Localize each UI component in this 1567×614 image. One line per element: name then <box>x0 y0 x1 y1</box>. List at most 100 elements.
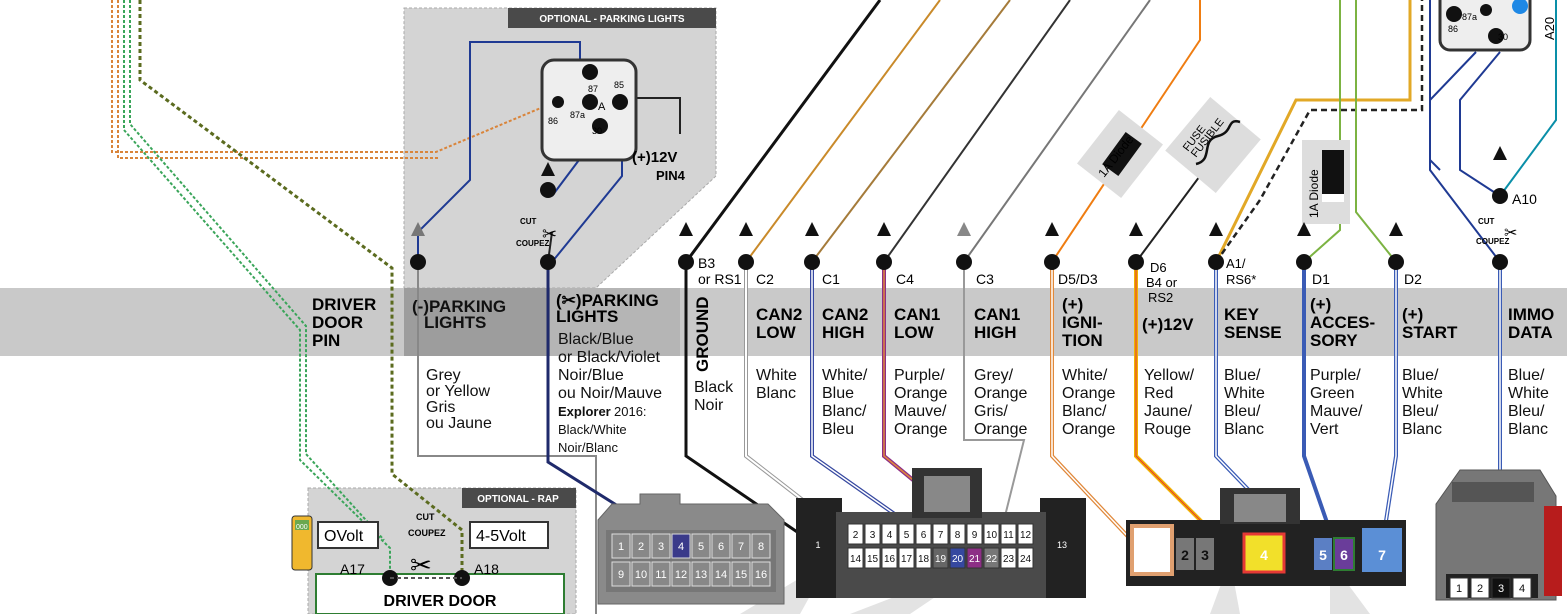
color-key-1: Blue/ <box>1224 367 1261 384</box>
conn-mid-pin-cell <box>915 547 932 569</box>
conn-left-pin: 4 <box>678 541 684 553</box>
conn-mid-pin: 10 <box>986 530 998 541</box>
fuse-block <box>1165 96 1261 194</box>
band-accessory-3: SORY <box>1310 331 1358 350</box>
conn-right-pin: 3 <box>1201 547 1209 563</box>
color-explorer-year: 2016: <box>614 404 647 419</box>
color-explorer-2: Noir/Blanc <box>558 440 618 455</box>
conn-mid-pin-cell <box>983 547 1000 569</box>
color-ground-2: Noir <box>694 397 724 414</box>
pin-b3: B3 <box>698 255 715 271</box>
band-cut-parking-1: (✂)PARKING <box>556 291 659 310</box>
band-driver-door-1: DRIVER <box>312 295 376 314</box>
scissors-icon: ✂ <box>1504 225 1517 242</box>
conn-mid-pin: 7 <box>938 530 944 541</box>
conn-mid-pin: 6 <box>921 530 927 541</box>
color-ign-3: Blanc/ <box>1062 403 1107 420</box>
relay-pin-85: 85 <box>614 80 624 90</box>
band-parking-1: (-)PARKING <box>412 297 506 316</box>
conn-right-pin: 2 <box>1181 547 1189 563</box>
conn-mid-pin-cell <box>949 547 966 569</box>
conn-left-pin: 13 <box>695 569 707 581</box>
color-cutpark-1: Black/Blue <box>558 331 634 348</box>
multimeter-icon <box>291 515 313 571</box>
band-can2high-2: HIGH <box>822 323 865 342</box>
conn-left-pin: 8 <box>758 541 764 553</box>
coupez-label-3: COUPEZ <box>408 528 446 538</box>
band-labels: DRIVER DOOR PIN (-)PARKING LIGHTS (✂)PAR… <box>312 291 1554 372</box>
color-ground-1: Black <box>694 379 734 396</box>
band-can2high-1: CAN2 <box>822 305 868 324</box>
power-label: (+)12V <box>632 149 677 166</box>
color-can2high-1: White/ <box>822 367 868 384</box>
conn-mid-pin: 2 <box>853 530 859 541</box>
diode-label-2: 1A Diode <box>1307 169 1321 218</box>
scissors-icon: ✂ <box>542 224 557 244</box>
meter-left-value: OVolt <box>324 528 364 545</box>
conn-right-pin: 6 <box>1340 547 1348 563</box>
conn-left-pin-cell <box>731 561 751 587</box>
conn-mid-pin-13: 13 <box>1057 540 1067 550</box>
conn-mid-pin-cell <box>864 523 881 545</box>
conn-mid-pin-cell <box>847 523 864 545</box>
band-can1low-2: LOW <box>894 323 935 342</box>
parking-relay <box>540 58 638 162</box>
conn-mid-pin: 23 <box>1003 554 1015 565</box>
wires-parking <box>417 41 681 614</box>
meter-display: 000 <box>296 524 308 531</box>
wire-color-labels: Grey or Yellow Gris ou Jaune Black/Blue … <box>426 331 1549 455</box>
color-start-1: Blue/ <box>1402 367 1439 384</box>
color-can1low-1: Purple/ <box>894 367 945 384</box>
color-immo-1: Blue/ <box>1508 367 1545 384</box>
conn-left-pin-cell <box>751 561 771 587</box>
band-immo-1: IMMO <box>1508 305 1554 324</box>
conn-mid-pin: 8 <box>955 530 961 541</box>
pin-a17: A17 <box>340 561 365 577</box>
coupez-label-2: COUPEZ <box>1476 237 1509 246</box>
band-cut-parking-2: LIGHTS <box>556 307 618 326</box>
cut-label-1: CUT <box>520 217 537 226</box>
dashed-wires-left <box>111 0 556 578</box>
connector-right <box>1126 488 1406 586</box>
color-can2high-2: Blue <box>822 385 854 402</box>
conn-mid-pin: 17 <box>901 554 913 565</box>
conn-left-pin-cell <box>631 533 651 559</box>
tr-relay-a20: A20 <box>1542 17 1557 40</box>
conn-left-pin: 1 <box>618 541 624 553</box>
conn-mid-pin-cell <box>898 523 915 545</box>
band-ignition-3: TION <box>1062 331 1103 350</box>
conn-left-pin: 7 <box>738 541 744 553</box>
wires-top-diagonal <box>684 0 1557 562</box>
conn-mid-pin-cell <box>881 547 898 569</box>
conn-far-pin-cell <box>1470 577 1490 599</box>
color-can2low-1: White <box>756 367 797 384</box>
color-can2high-4: Bleu <box>822 421 854 438</box>
conn-far-pin: 4 <box>1519 583 1525 595</box>
conn-left-pin-cell <box>671 533 691 559</box>
conn-left-pin-cell <box>651 561 671 587</box>
conn-mid-pin-cell <box>949 523 966 545</box>
conn-left-pin-cell <box>711 561 731 587</box>
conn-mid-pin: 16 <box>884 554 896 565</box>
conn-mid-pin: 15 <box>867 554 879 565</box>
band-keysense-1: KEY <box>1224 305 1260 324</box>
conn-mid-pin-cell <box>1000 523 1017 545</box>
conn-mid-pin-cell <box>864 547 881 569</box>
conn-left-pin-cell <box>671 561 691 587</box>
conn-mid-pin: 5 <box>904 530 910 541</box>
conn-mid-pin-cell <box>932 523 949 545</box>
relay-pin-a: A <box>598 101 606 113</box>
band-can1high-2: HIGH <box>974 323 1017 342</box>
color-immo-4: Blanc <box>1508 421 1548 438</box>
conn-left-pin-cell <box>691 561 711 587</box>
conn-left-pin-cell <box>711 533 731 559</box>
band-can2low-2: LOW <box>756 323 797 342</box>
band-dark-segment <box>404 288 550 356</box>
conn-left-pin: 6 <box>718 541 724 553</box>
color-start-2: White <box>1402 385 1443 402</box>
driver-door-box <box>315 573 565 614</box>
conn-left-pin-cell <box>731 533 751 559</box>
conn-mid-pin-cell <box>983 523 1000 545</box>
color-can1high-3: Gris/ <box>974 403 1008 420</box>
pin-a10: A10 <box>1512 191 1537 207</box>
